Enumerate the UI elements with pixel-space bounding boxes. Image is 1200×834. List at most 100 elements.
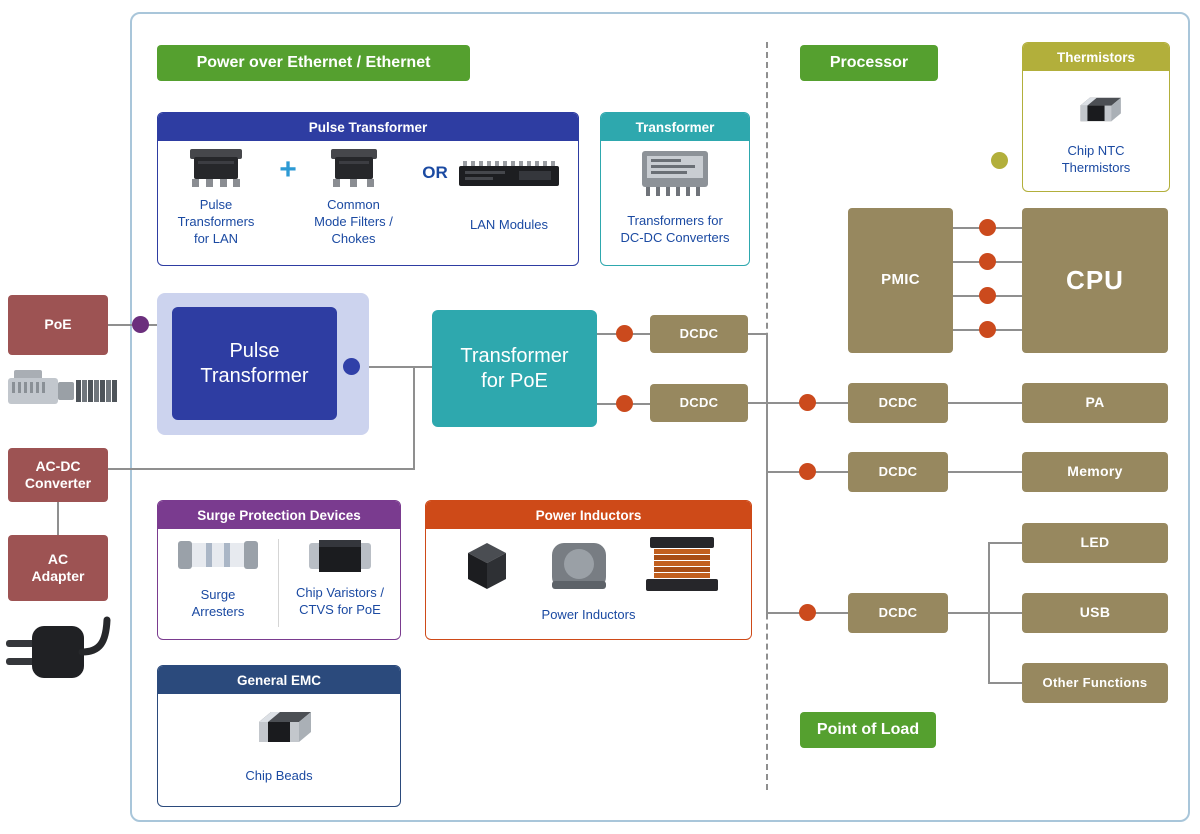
wire-acdc-riser (413, 366, 415, 470)
transformer-panel: Transformer Transformers for DC-DC Conve… (600, 112, 750, 266)
common-mode-filter-image (330, 149, 377, 187)
pulse-transformer-panel: Pulse Transformer Pulse Transformers for… (157, 112, 579, 266)
power-inductors-panel-title: Power Inductors (535, 507, 642, 523)
junction-dot-olive-thermistor (991, 152, 1008, 169)
ntc-thermistor-image (1080, 97, 1121, 122)
surge-protection-panel: Surge Protection Devices Surge Arresters… (157, 500, 401, 640)
pa-block-label: PA (1085, 394, 1105, 411)
pulse-transformer-panel-header: Pulse Transformer (158, 113, 578, 141)
section-header-processor: Processor (800, 45, 938, 81)
chip-beads-link[interactable]: Chip Beads (245, 768, 313, 783)
diagram-frame (130, 12, 1190, 822)
junction-dot-red-pa-row (799, 394, 816, 411)
pulse-transformer-block-label: Pulse Transformer (200, 339, 309, 387)
wire-dcdc-to-memory (948, 471, 1022, 473)
lan-modules-item: LAN Modules (451, 159, 567, 234)
wire-fanout-other (988, 682, 1022, 684)
lan-modules-link[interactable]: LAN Modules (469, 217, 549, 232)
surge-arresters-link[interactable]: Surge Arresters (191, 587, 245, 619)
wire-dcdc-to-pa (948, 402, 1022, 404)
wire-dcdc1-to-bus (748, 333, 768, 335)
junction-dot-red-pmic-cpu-2 (979, 253, 996, 270)
chip-varistors-link[interactable]: Chip Varistors / CTVS for PoE (296, 585, 384, 617)
memory-block-label: Memory (1067, 463, 1123, 480)
pmic-block-label: PMIC (881, 271, 920, 289)
dcdc-transformer-item: Transformers for DC-DC Converters (601, 147, 749, 247)
dcdc-block-memory: DCDC (848, 452, 948, 492)
inductor-coil-image (646, 537, 718, 591)
plus-separator: + (279, 153, 297, 186)
chip-varistor-image (309, 540, 371, 572)
section-header-point-of-load: Point of Load (800, 712, 936, 748)
wire-power-bus (766, 333, 768, 614)
cpu-block-label: CPU (1066, 265, 1124, 296)
section-header-poe-ethernet: Power over Ethernet / Ethernet (157, 45, 470, 81)
power-inductors-link[interactable]: Power Inductors (541, 607, 636, 622)
dcdc-block-2: DCDC (650, 384, 748, 422)
dcdc-transformers-link[interactable]: Transformers for DC-DC Converters (620, 213, 730, 245)
usb-block: USB (1022, 593, 1168, 633)
other-functions-block-label: Other Functions (1042, 674, 1148, 690)
transformer-for-poe-block: Transformer for PoE (432, 310, 597, 427)
common-mode-filters-item: Common Mode Filters / Chokes (301, 147, 406, 248)
dcdc-block-memory-label: DCDC (878, 463, 918, 479)
memory-block: Memory (1022, 452, 1168, 492)
surge-panel-divider (278, 539, 279, 627)
ac-adapter-box: AC Adapter (8, 535, 108, 601)
junction-dot-purple-poe (132, 316, 149, 333)
or-separator: OR (422, 163, 448, 182)
surge-protection-panel-header: Surge Protection Devices (158, 501, 400, 529)
dcdc-block-pa-label: DCDC (878, 394, 918, 410)
chip-varistors-item: Chip Varistors / CTVS for PoE (286, 535, 394, 619)
pulse-transformers-for-lan-link[interactable]: Pulse Transformers for LAN (177, 197, 255, 246)
dcdc-block-peripherals: DCDC (848, 593, 948, 633)
junction-dot-red-pmic-cpu-4 (979, 321, 996, 338)
pulse-transformers-for-lan-item: Pulse Transformers for LAN (166, 147, 266, 248)
section-header-poe-ethernet-label: Power over Ethernet / Ethernet (196, 54, 431, 71)
surge-arrester-image (178, 541, 258, 569)
junction-dot-red-pmic-cpu-1 (979, 219, 996, 236)
led-block-label: LED (1080, 534, 1110, 551)
transformer-panel-title: Transformer (635, 119, 715, 135)
section-header-point-of-load-label: Point of Load (816, 721, 920, 738)
common-mode-filters-link[interactable]: Common Mode Filters / Chokes (314, 197, 393, 246)
junction-dot-red-dcdc1 (616, 325, 633, 342)
pulse-transformer-image (190, 149, 242, 187)
junction-dot-red-pmic-cpu-3 (979, 287, 996, 304)
thermistors-panel: Thermistors Chip NTC Thermistors (1022, 42, 1170, 192)
dcdc-transformer-image (642, 151, 708, 196)
dcdc-block-peripherals-label: DCDC (878, 604, 918, 620)
dcdc-block-1-label: DCDC (679, 325, 719, 341)
transformer-for-poe-block-label: Transformer for PoE (460, 344, 569, 392)
surge-protection-panel-title: Surge Protection Devices (197, 507, 361, 523)
power-inductors-panel: Power Inductors Power Inductors (425, 500, 752, 640)
chip-ntc-thermistors-link[interactable]: Chip NTC Thermistors (1061, 143, 1131, 175)
chip-bead-image (259, 712, 311, 742)
pulse-transformer-panel-title: Pulse Transformer (308, 119, 428, 135)
general-emc-panel-header: General EMC (158, 666, 400, 694)
thermistors-panel-header: Thermistors (1023, 43, 1169, 71)
general-emc-panel: General EMC Chip Beads (157, 665, 401, 807)
dcdc-block-2-label: DCDC (679, 394, 719, 410)
dcdc-block-1: DCDC (650, 315, 748, 353)
inductor-chip-image (468, 543, 506, 589)
power-inductors-panel-header: Power Inductors (426, 501, 751, 529)
other-functions-block: Other Functions (1022, 663, 1168, 703)
wire-dcdc-to-fanout (948, 612, 990, 614)
thermistors-panel-title: Thermistors (1056, 49, 1136, 65)
poe-source-label: PoE (44, 316, 72, 333)
inductor-shielded-image (552, 543, 606, 589)
cpu-block: CPU (1022, 208, 1168, 353)
lan-module-image (459, 161, 559, 186)
pulse-transformer-block: Pulse Transformer (172, 307, 337, 420)
ethernet-cable-image (8, 370, 117, 404)
led-block: LED (1022, 523, 1168, 563)
general-emc-panel-title: General EMC (236, 672, 322, 688)
acdc-converter-box: AC-DC Converter (8, 448, 108, 502)
junction-dot-red-memory-row (799, 463, 816, 480)
usb-block-label: USB (1079, 604, 1111, 621)
pa-block: PA (1022, 383, 1168, 423)
dcdc-block-pa: DCDC (848, 383, 948, 423)
poe-source-box: PoE (8, 295, 108, 355)
